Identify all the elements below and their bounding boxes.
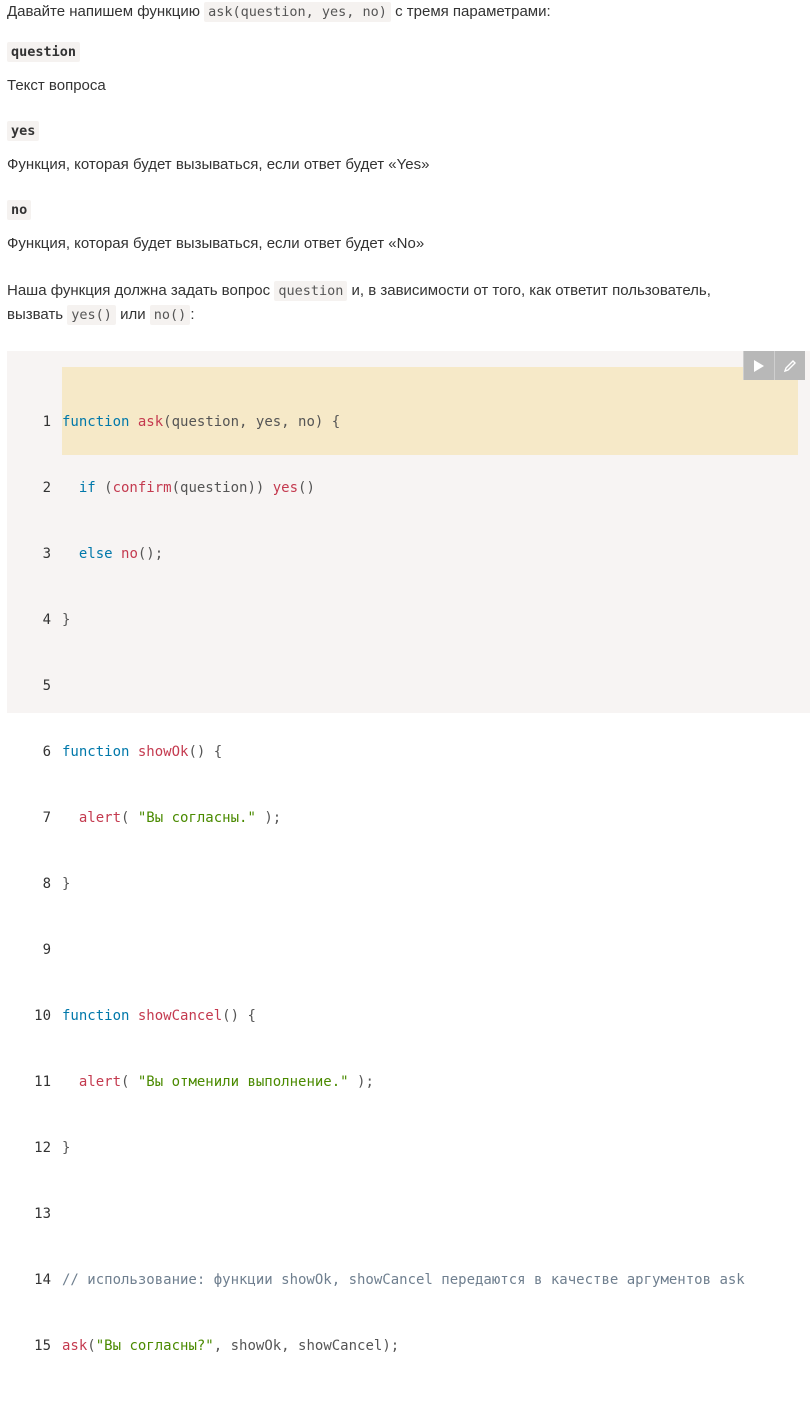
indent: [62, 546, 79, 562]
function-name: showCancel: [137, 1008, 223, 1024]
para-text: :: [190, 306, 195, 323]
line-number: 9: [42, 942, 51, 958]
param-desc-question: Текст вопроса: [7, 77, 106, 94]
code-line: 15 ask("Вы согласны?", showOk, showCancel…: [7, 1335, 745, 1357]
function-name: no: [121, 546, 138, 562]
space: [113, 546, 121, 562]
code-line: 12}: [7, 1137, 745, 1159]
intro-text-end: с тремя параметрами:: [390, 3, 551, 20]
para-text: и, в зависимости от того, как ответит по…: [347, 282, 711, 299]
line-number: 12: [34, 1140, 51, 1156]
line-number: 15: [34, 1338, 51, 1354]
explanation-paragraph-line2: вызвать yes() или no():: [7, 303, 194, 327]
function-name: yes: [272, 480, 299, 496]
highlighted-lines: [62, 367, 798, 455]
code-comment: // использование: функции showOk, showCa…: [62, 1272, 745, 1288]
code-text: }: [62, 612, 71, 628]
code-text: (question, yes, no) {: [163, 414, 341, 430]
inline-code-no: no(): [149, 305, 191, 325]
line-number: 3: [42, 546, 51, 562]
code-text: () {: [222, 1008, 256, 1024]
play-icon: [754, 359, 764, 372]
code-line: 6 function showOk() {: [7, 741, 745, 763]
line-number: 6: [42, 744, 51, 760]
code-text: );: [255, 810, 282, 826]
code-text: (: [87, 1338, 96, 1354]
line-number: 1: [42, 414, 51, 430]
code-text: }: [62, 1140, 71, 1156]
param-name-question: question: [7, 42, 81, 62]
code-line: 11 alert( "Вы отменили выполнение." );: [7, 1071, 745, 1093]
function-name: alert: [78, 1074, 122, 1090]
code-text: ();: [137, 546, 164, 562]
code-text: );: [348, 1074, 374, 1090]
line-number: 5: [42, 678, 51, 694]
code-line: 3 else no();: [7, 543, 745, 565]
edit-button[interactable]: [774, 351, 805, 380]
code-line: 13: [7, 1203, 745, 1225]
run-button[interactable]: [743, 351, 774, 380]
code-text: (question)): [171, 480, 273, 496]
string-literal: "Вы отменили выполнение.": [137, 1074, 349, 1090]
code-line: 1 function ask(question, yes, no) {: [7, 411, 745, 433]
keyword: function: [62, 1008, 130, 1024]
pencil-icon: [783, 359, 796, 372]
code-line: 14 // использование: функции showOk, show…: [7, 1269, 745, 1291]
line-number: 7: [42, 810, 51, 826]
code-text: (: [95, 480, 113, 496]
function-name: showOk: [137, 744, 189, 760]
inline-code-question: question: [274, 281, 348, 301]
function-name: alert: [78, 810, 122, 826]
param-name-no: no: [7, 200, 32, 220]
intro-text: Давайте напишем функцию: [7, 3, 205, 20]
param-desc-no: Функция, которая будет вызываться, если …: [7, 235, 425, 252]
line-number: 14: [34, 1272, 51, 1288]
code-text: }: [62, 876, 71, 892]
param-desc-yes: Функция, которая будет вызываться, если …: [7, 156, 430, 173]
inline-code-yes: yes(): [67, 305, 116, 325]
line-number: 2: [42, 480, 51, 496]
line-number: 11: [34, 1074, 51, 1090]
code-line: 10 function showCancel() {: [7, 1005, 745, 1027]
indent: [62, 480, 79, 496]
code-line: 7 alert( "Вы согласны." );: [7, 807, 745, 829]
para-text: или: [115, 306, 150, 323]
para-text: Наша функция должна задать вопрос: [7, 282, 275, 299]
article-page: Давайте напишем функцию ask(question, ye…: [7, 0, 810, 1354]
inline-code-ask: ask(question, yes, no): [204, 2, 391, 22]
code-line: 8}: [7, 873, 745, 895]
code-line: 5: [7, 675, 745, 697]
code-toolbar: [743, 351, 805, 380]
code-text: (): [298, 480, 315, 496]
keyword: function: [62, 744, 130, 760]
indent: [62, 810, 79, 826]
string-literal: "Вы согласны?": [95, 1338, 214, 1354]
keyword: function: [62, 414, 130, 430]
explanation-paragraph-line1: Наша функция должна задать вопрос questi…: [7, 279, 711, 303]
function-name: confirm: [112, 480, 172, 496]
code-text: (: [121, 1074, 138, 1090]
line-number: 4: [42, 612, 51, 628]
keyword: else: [78, 546, 113, 562]
line-number: 8: [42, 876, 51, 892]
code-text: () {: [188, 744, 223, 760]
function-name: ask: [62, 1338, 88, 1354]
code-line: 4}: [7, 609, 745, 631]
code-text: (: [121, 810, 138, 826]
line-number: 13: [34, 1206, 51, 1222]
string-literal: "Вы согласны.": [137, 810, 256, 826]
code-line: 2 if (confirm(question)) yes(): [7, 477, 745, 499]
function-name: ask: [137, 414, 164, 430]
indent: [62, 1074, 79, 1090]
code-line: 9: [7, 939, 745, 961]
keyword: if: [78, 480, 96, 496]
para-text: вызвать: [7, 306, 68, 323]
param-name-yes: yes: [7, 121, 40, 141]
intro-paragraph: Давайте напишем функцию ask(question, ye…: [7, 0, 551, 24]
code-text: , showOk, showCancel);: [213, 1338, 400, 1354]
line-number: 10: [34, 1008, 51, 1024]
